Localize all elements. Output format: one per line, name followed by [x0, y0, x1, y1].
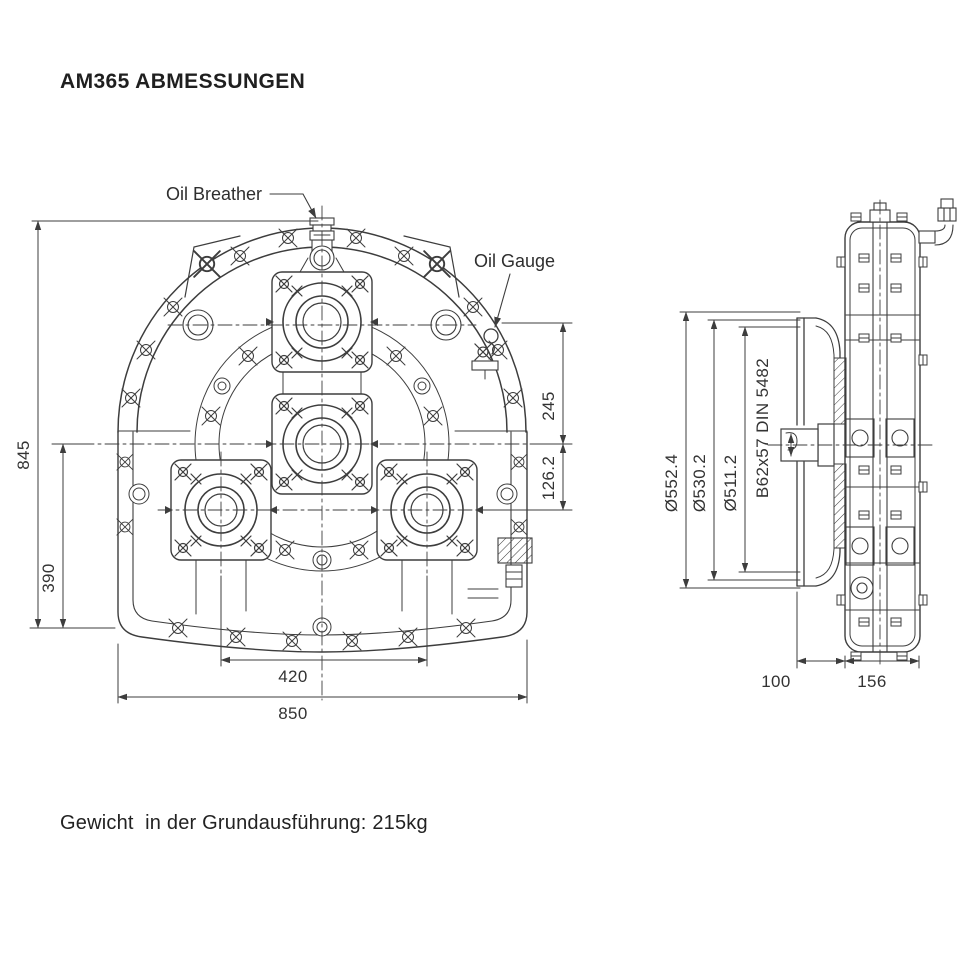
dim-126-2-label: 126.2 — [539, 456, 558, 501]
left-edge-strip — [116, 453, 150, 536]
oil-gauge-fitting — [471, 328, 499, 380]
bell-flange — [796, 317, 847, 587]
oil-gauge-callout: Oil Gauge — [474, 251, 555, 328]
front-view — [79, 205, 541, 701]
side-centerlines — [767, 199, 935, 669]
corner-tab-left — [184, 235, 241, 298]
centerlines — [79, 205, 541, 701]
dim-126-2: 126.2 — [491, 443, 573, 511]
dim-850-label: 850 — [278, 704, 308, 723]
dim-dia-530: Ø530.2 — [690, 319, 801, 581]
dim-420-label: 420 — [278, 667, 308, 686]
dim-dia-552: Ø552.4 — [662, 311, 801, 589]
dim-390: 390 — [39, 443, 93, 629]
dim-dia-511: Ø511.2 — [721, 326, 801, 573]
oil-breather-callout: Oil Breather — [166, 184, 317, 219]
dim-845: 845 — [14, 220, 319, 629]
dim-245-label: 245 — [539, 391, 558, 421]
spline-label: B62x57 DIN 5482 — [753, 358, 772, 498]
drain-plug — [467, 537, 533, 599]
weight-note: Gewicht in der Grundausführung: 215kg — [60, 812, 428, 834]
side-view — [767, 198, 957, 669]
right-edge-strip — [496, 453, 528, 536]
page-title: AM365 ABMESSUNGEN — [60, 70, 306, 93]
corner-tab-right — [403, 235, 460, 298]
dim-156-label: 156 — [857, 672, 887, 691]
dim-100: 100 — [761, 591, 846, 691]
dim-845-label: 845 — [14, 440, 33, 470]
elbow-fitting — [918, 198, 957, 246]
callouts: Oil Breather Oil Gauge — [166, 184, 555, 328]
side-body — [836, 198, 957, 661]
oil-gauge-label: Oil Gauge — [474, 251, 555, 271]
dim-156: 156 — [844, 655, 920, 691]
dim-850: 850 — [117, 639, 528, 723]
dim-dia-511-label: Ø511.2 — [721, 455, 740, 512]
dim-100-label: 100 — [761, 672, 791, 691]
dim-dia-530-label: Ø530.2 — [690, 454, 709, 512]
dim-dia-552-label: Ø552.4 — [662, 454, 681, 512]
oil-breather-label: Oil Breather — [166, 184, 262, 204]
dimensions: 845 390 245 126.2 — [14, 220, 920, 723]
dim-390-label: 390 — [39, 563, 58, 593]
dim-245: 245 — [501, 322, 573, 445]
dim-420: 420 — [220, 575, 428, 686]
bearing-plates — [845, 418, 915, 600]
